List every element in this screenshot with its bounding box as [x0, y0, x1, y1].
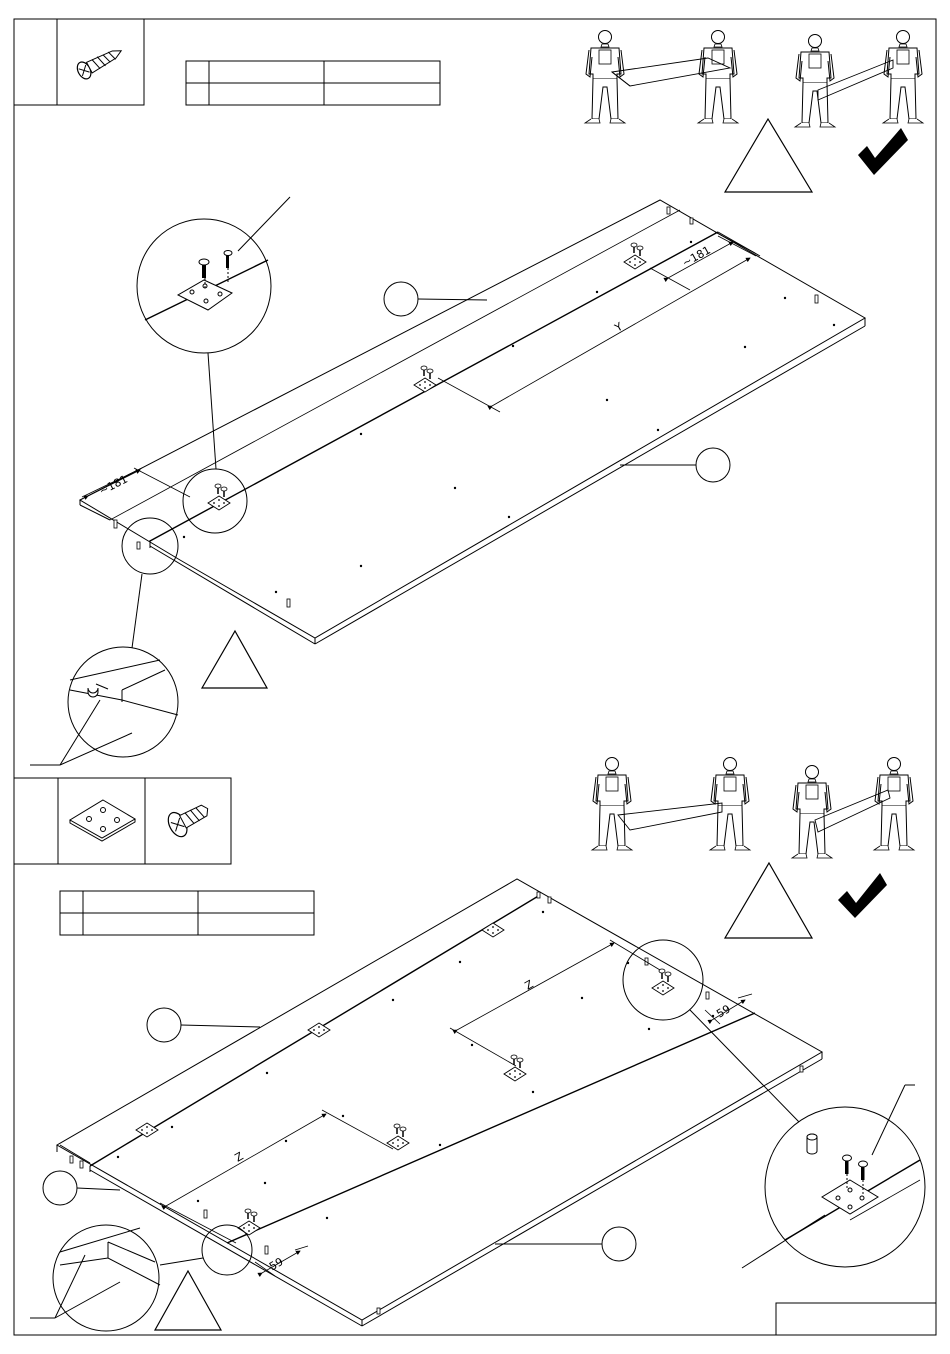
- step1-parts-box: [14, 19, 144, 105]
- callout-circle-left: [43, 1171, 120, 1205]
- checkmark-icon: [838, 873, 887, 918]
- checkmark-icon: [858, 128, 908, 175]
- warning-triangle-icon: [202, 631, 267, 688]
- warning-triangle-icon: [725, 863, 812, 938]
- board-step2: [57, 879, 822, 1326]
- step1-table: [186, 61, 440, 105]
- zoom-detail-edge-step1: [30, 518, 178, 765]
- workers-carrying-flat-step1: [585, 31, 923, 128]
- step2-parts-box: [14, 778, 231, 864]
- callout-circle-bottom: [620, 448, 730, 482]
- step2-table: [60, 891, 314, 935]
- warning-triangle-icon: [725, 119, 812, 192]
- zoom-detail-edge-step2: [30, 1225, 252, 1331]
- workers-carrying-flat-step2: [592, 758, 914, 859]
- page-number-box: [776, 1303, 936, 1335]
- warning-triangle-icon: [155, 1271, 221, 1330]
- callout-circle-lower: [495, 1227, 636, 1261]
